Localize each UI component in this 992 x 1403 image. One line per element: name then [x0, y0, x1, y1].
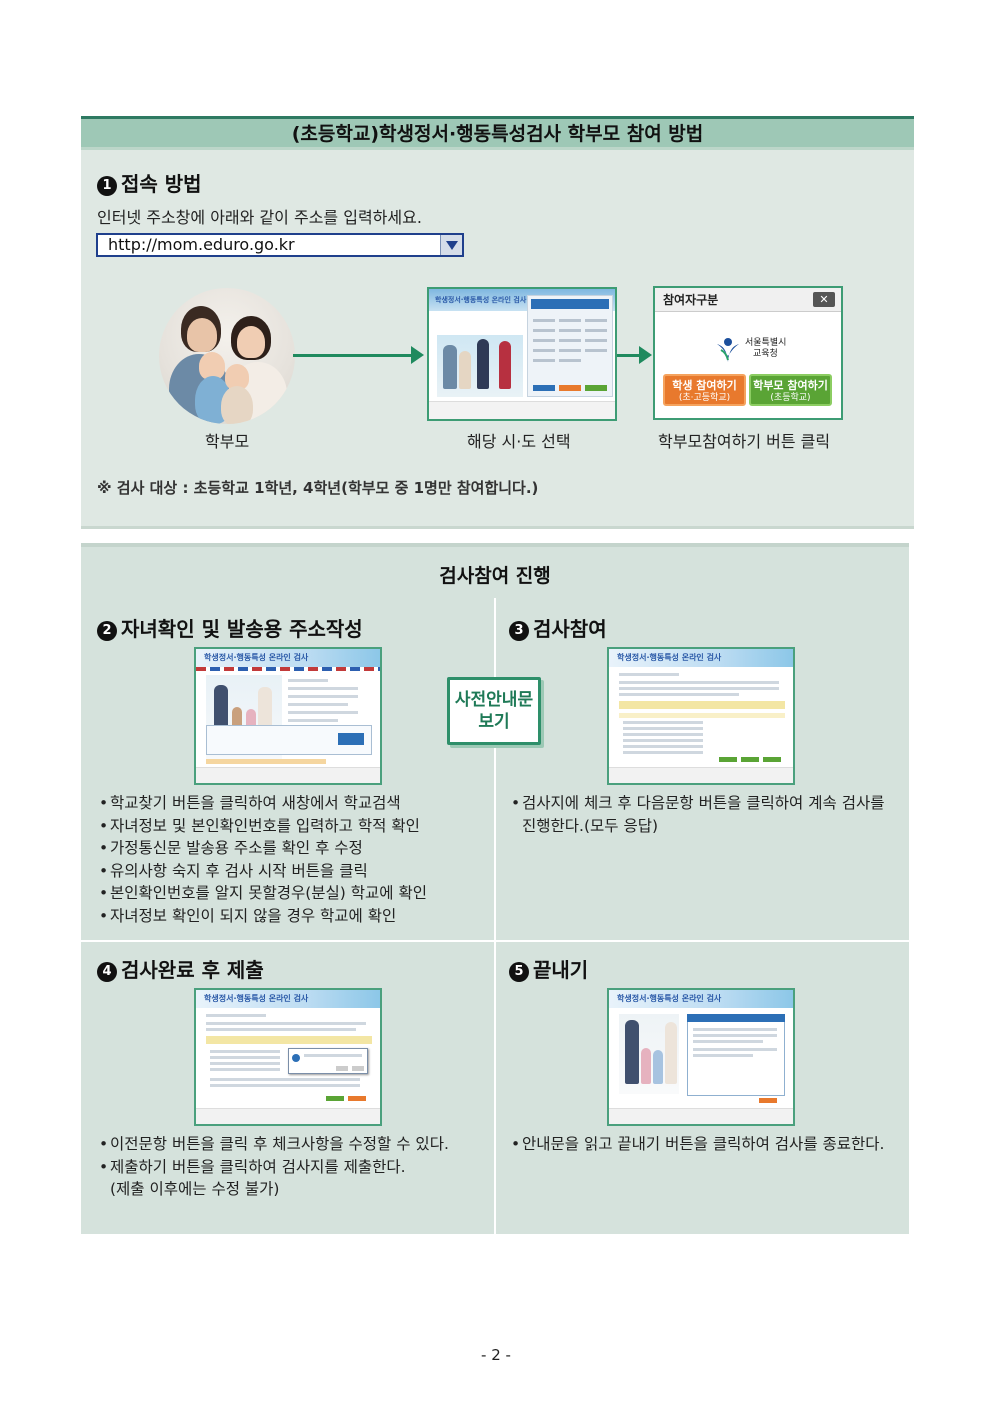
caption-parent: 학부모	[205, 432, 250, 451]
step-number-badge: 2	[97, 621, 117, 641]
step1-heading-text: 접속 방법	[121, 172, 202, 196]
close-icon[interactable]: ✕	[813, 292, 835, 307]
arrow-right-icon	[639, 346, 652, 364]
questionnaire-screenshot: 학생정서·행동특성 온라인 검사	[607, 647, 795, 785]
list-item: 검사지에 체크 후 다음문항 버튼을 클릭하여 계속 검사를	[511, 792, 884, 815]
target-note: ※ 검사 대상 : 초등학교 1학년, 4학년(학부모 중 1명만 참여합니다.…	[97, 479, 539, 497]
dropdown-arrow-icon[interactable]	[440, 235, 462, 255]
preview-notice-button[interactable]: 사전안내문 보기	[447, 677, 541, 745]
popup-title: 참여자구분	[663, 293, 719, 307]
site-screenshot: 학생정서·행동특성 온라인 검사	[427, 287, 617, 421]
family-photo	[159, 288, 295, 424]
step4-instructions: 이전문항 버튼을 클릭 후 체크사항을 수정할 수 있다. 제출하기 버튼을 클…	[99, 1133, 449, 1201]
submit-screenshot: 학생정서·행동특성 온라인 검사	[194, 988, 382, 1126]
step-number-badge: 1	[97, 176, 117, 196]
student-button-label: 학생 참여하기	[672, 379, 737, 392]
list-item: 자녀정보 확인이 되지 않을 경우 학교에 확인	[99, 905, 427, 928]
student-participate-button[interactable]: 학생 참여하기 (초·고등학교)	[663, 374, 746, 406]
step-number-badge: 3	[509, 621, 529, 641]
list-item: 이전문항 버튼을 클릭 후 체크사항을 수정할 수 있다.	[99, 1133, 449, 1156]
url-text: http://mom.eduro.go.kr	[108, 235, 295, 254]
instruction-text: 인터넷 주소창에 아래와 같이 주소를 입력하세요.	[97, 208, 422, 227]
address-bar[interactable]: http://mom.eduro.go.kr	[96, 233, 464, 257]
screenshot-title: 학생정서·행동특성 온라인 검사	[617, 653, 722, 662]
step-number-badge: 5	[509, 962, 529, 982]
list-item: 본인확인번호를 알지 못할경우(분실) 학교에 확인	[99, 882, 427, 905]
section-top-border	[81, 543, 909, 547]
preview-badge-line2: 보기	[478, 712, 510, 732]
finish-screenshot: 학생정서·행동특성 온라인 검사	[607, 988, 795, 1126]
step2-heading-text: 자녀확인 및 발송용 주소작성	[121, 617, 363, 641]
step5-heading-text: 끝내기	[533, 958, 589, 982]
list-item: 유의사항 숙지 후 검사 시작 버튼을 클릭	[99, 860, 427, 883]
parent-button-label: 학부모 참여하기	[753, 379, 828, 392]
caption-select-region: 해당 시·도 선택	[467, 432, 571, 451]
seoul-education-logo-icon	[717, 338, 739, 362]
step4-heading-text: 검사완료 후 제출	[121, 958, 264, 982]
title-bar	[81, 116, 914, 150]
screenshot-title: 학생정서·행동특성 온라인 검사	[435, 296, 527, 304]
list-item: 학교찾기 버튼을 클릭하여 새창에서 학교검색	[99, 792, 427, 815]
step3-instructions: 검사지에 체크 후 다음문항 버튼을 클릭하여 계속 검사를 진행한다.(모두 …	[511, 792, 884, 837]
list-item: 제출하기 버튼을 클릭하여 검사지를 제출한다.	[99, 1156, 449, 1179]
page-number: - 2 -	[481, 1346, 511, 1364]
child-confirm-screenshot: 학생정서·행동특성 온라인 검사	[194, 647, 382, 785]
preview-badge-line1: 사전안내문	[454, 690, 534, 710]
arrow-right-icon	[411, 346, 424, 364]
screenshot-title: 학생정서·행동특성 온라인 검사	[204, 994, 309, 1003]
section-title: (초등학교)학생정서·행동특성검사 학부모 참여 방법	[291, 123, 704, 145]
org-line1: 서울특별시	[745, 338, 787, 348]
list-item-continuation: 진행한다.(모두 응답)	[522, 816, 659, 835]
step3-heading-text: 검사참여	[533, 617, 607, 641]
org-name: 서울특별시 교육청	[745, 338, 805, 360]
step-number-badge: 4	[97, 962, 117, 982]
caption-click-parent: 학부모참여하기 버튼 클릭	[658, 432, 831, 451]
vertical-divider	[494, 598, 496, 1234]
org-line2: 교육청	[753, 349, 778, 359]
list-item-continuation: (제출 이후에는 수정 불가)	[110, 1180, 280, 1198]
popup-header: 참여자구분 ✕	[655, 288, 841, 312]
parent-button-sub: (초등학교)	[770, 393, 811, 403]
list-item: 가정통신문 발송용 주소를 확인 후 수정	[99, 837, 427, 860]
section-title: 검사참여 진행	[439, 565, 551, 587]
list-item: 안내문을 읽고 끝내기 버튼을 클릭하여 검사를 종료한다.	[511, 1133, 884, 1156]
parent-participate-button[interactable]: 학부모 참여하기 (초등학교)	[749, 374, 832, 406]
list-item: 자녀정보 및 본인확인번호를 입력하고 학적 확인	[99, 815, 427, 838]
screenshot-title: 학생정서·행동특성 온라인 검사	[204, 653, 309, 662]
step2-instructions: 학교찾기 버튼을 클릭하여 새창에서 학교검색 자녀정보 및 본인확인번호를 입…	[99, 792, 427, 927]
screenshot-title: 학생정서·행동특성 온라인 검사	[617, 994, 722, 1003]
student-button-sub: (초·고등학교)	[678, 393, 731, 403]
arrow-line	[293, 354, 413, 357]
arrow-line	[617, 354, 641, 357]
horizontal-divider	[81, 940, 909, 942]
step5-instructions: 안내문을 읽고 끝내기 버튼을 클릭하여 검사를 종료한다.	[511, 1133, 884, 1156]
participant-popup: 참여자구분 ✕ 서울특별시 교육청 학생 참여하기 (초·고등학교) 학부모 참…	[653, 286, 843, 420]
